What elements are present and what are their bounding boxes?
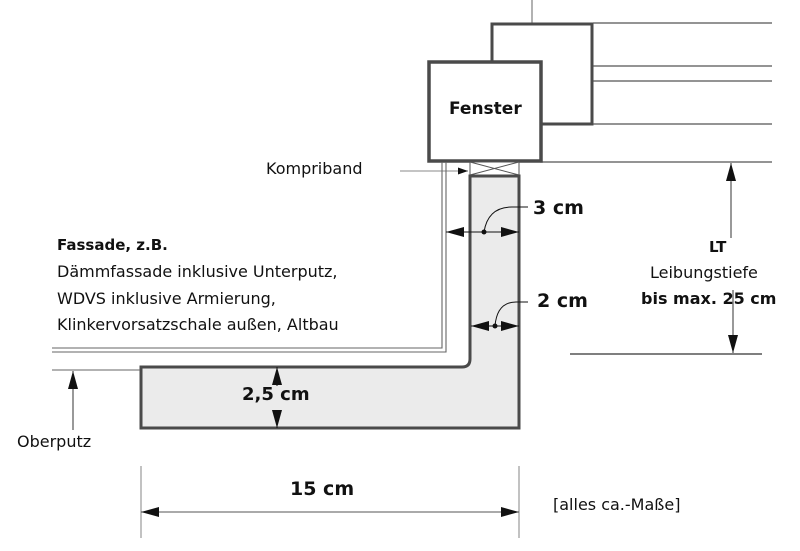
kompriband-label: Kompriband [266, 159, 363, 178]
lt-title: LT [709, 238, 727, 256]
wall-lines [540, 22, 772, 163]
oberputz-label: Oberputz [17, 432, 92, 451]
kompriband-strip [469, 161, 520, 176]
fassade-line-2: WDVS inklusive Armierung, [57, 289, 276, 308]
window-box [427, 60, 543, 163]
fassade-title: Fassade, z.B. [57, 236, 168, 254]
dimension-2-5cm-label: 2,5 cm [242, 384, 310, 405]
dimension-15cm-label: 15 cm [290, 478, 355, 500]
dimension-3cm-label: 3 cm [533, 197, 584, 219]
facade-outline [52, 162, 447, 353]
fassade-line-3: Klinkervorsatzschale außen, Altbau [57, 315, 339, 334]
lt-subtitle: Leibungstiefe [650, 263, 758, 282]
note-label: [alles ca.-Maße] [553, 495, 681, 514]
window-sill-profile [139, 174, 521, 430]
window-label: Fenster [449, 99, 522, 119]
dimension-2cm-label: 2 cm [537, 290, 588, 312]
lt-max: bis max. 25 cm [641, 289, 777, 308]
fassade-line-1: Dämmfassade inklusive Unterputz, [57, 262, 338, 281]
